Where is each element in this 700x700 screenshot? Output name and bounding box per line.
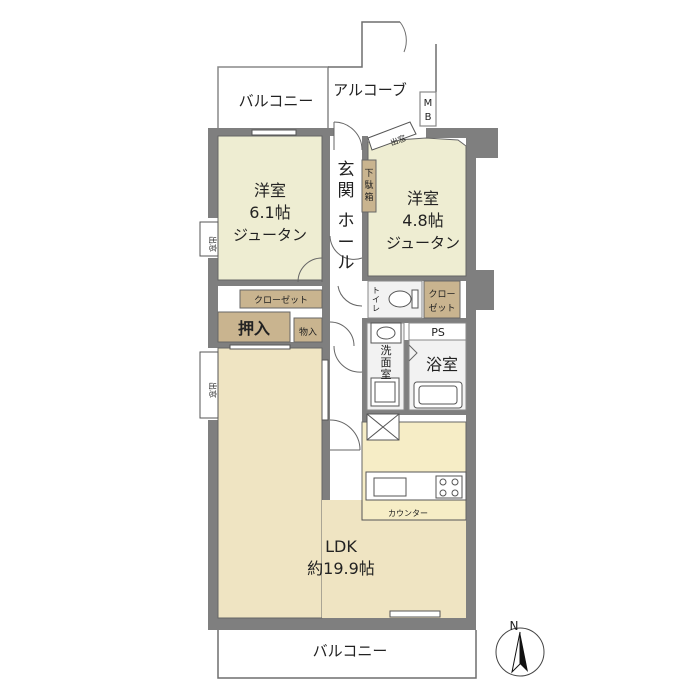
room1-floor — [217, 135, 323, 281]
closet2-label-2: ゼット — [428, 302, 455, 314]
hall-char-1: ホ — [338, 211, 355, 231]
closet1-label: クローゼット — [254, 294, 308, 306]
north-arrow-icon: N — [495, 619, 545, 677]
bay-window-left1-label: 出窓 — [208, 236, 218, 252]
oshiire-label: 押入 — [238, 319, 270, 338]
shoe-box-char-1: 下 — [364, 169, 373, 179]
toilet-label: ト イ レ — [372, 286, 380, 313]
hall-char-2: ー — [338, 233, 355, 253]
windows — [199, 121, 441, 618]
washroom-char-1: 洗 — [381, 344, 392, 357]
toilet-char-3: レ — [372, 304, 380, 313]
shoe-box — [361, 159, 377, 213]
monoire-label: 物入 — [299, 326, 317, 338]
room1-name: 洋室 — [254, 181, 286, 200]
balcony-bottom: バルコニー — [217, 630, 477, 679]
balcony-bottom-label: バルコニー — [313, 642, 388, 660]
room2-size: 4.8帖 — [402, 211, 443, 230]
closet1 — [239, 289, 323, 309]
ps-area — [408, 322, 467, 341]
hall-floor — [330, 136, 362, 420]
shoe-box-label: 下 駄 箱 — [364, 169, 373, 203]
ps-label: PS — [431, 326, 445, 339]
room2-floor — [367, 137, 467, 277]
ldk-floor — [217, 347, 323, 619]
entrance-label: 玄 関 — [338, 160, 355, 201]
ldk-name: LDK — [325, 537, 357, 556]
shoe-box-char-3: 箱 — [364, 191, 373, 203]
hall-char-3: ル — [338, 253, 355, 273]
toilet-char-1: ト — [372, 286, 380, 295]
shoe-box-char-2: 駄 — [364, 179, 373, 191]
hall-label: ホ ー ル — [338, 211, 355, 273]
entrance-char-2: 関 — [338, 181, 355, 201]
room1-floor-type: ジュータン — [233, 226, 307, 244]
bay-window-left2-label: 出窓 — [208, 382, 218, 398]
room1-size: 6.1帖 — [249, 203, 290, 222]
washroom-char-2: 面 — [381, 356, 392, 369]
ldk-size: 約19.9帖 — [307, 559, 375, 578]
oshiire — [217, 311, 291, 343]
monoire — [293, 317, 323, 343]
bathroom-label: 浴室 — [426, 355, 458, 374]
mb-label-m: M — [424, 98, 433, 109]
mb-label-b: B — [425, 112, 432, 123]
counter-label: カウンター — [388, 509, 428, 518]
fixtures — [361, 289, 467, 521]
ldk-floor-main — [322, 500, 466, 618]
washroom-label: 洗 面 室 — [381, 344, 392, 381]
balcony-top: バルコニー — [217, 66, 329, 132]
closet2-label-1: クロー — [428, 289, 455, 300]
north-label: N — [510, 619, 519, 633]
alcove-label: アルコーブ — [333, 81, 407, 99]
toilet-char-2: イ — [372, 295, 380, 304]
closet2-floor — [423, 280, 461, 319]
entrance-char-1: 玄 — [338, 160, 355, 180]
washroom-char-3: 室 — [381, 367, 392, 381]
doors — [297, 121, 418, 451]
balcony-top-label: バルコニー — [239, 92, 314, 110]
room2-name: 洋室 — [407, 189, 439, 208]
room2-floor-type: ジュータン — [386, 234, 460, 252]
alcove: アルコーブ M B — [328, 21, 437, 127]
